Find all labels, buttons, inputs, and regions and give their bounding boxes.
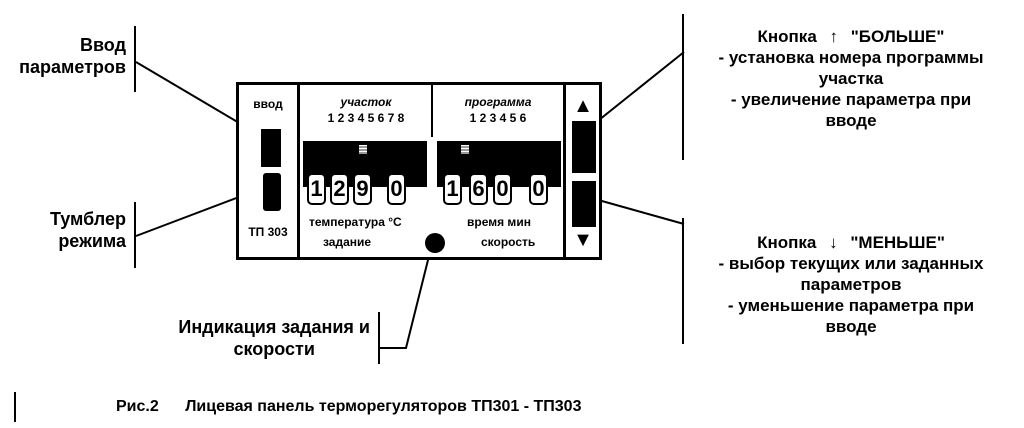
menshe-title: Кнопка (757, 233, 817, 252)
menshe-button[interactable] (572, 181, 596, 227)
header-separator (431, 85, 433, 137)
callout-tumbler-line1: Тумблер (49, 209, 126, 229)
bolshe-line3: - увеличение параметра при (730, 90, 972, 109)
bolshe-line1: - установка номера программы (718, 48, 984, 67)
up-arrow-icon: ▲ (573, 95, 593, 117)
bracket-caption (14, 392, 16, 422)
zadanie-label: задание (323, 235, 372, 249)
display-left-digit: 9 (353, 173, 372, 205)
figure-caption: Рис.2 Лицевая панель терморегуляторов ТП… (116, 398, 581, 416)
temperatura-label: температура °С (309, 215, 402, 229)
display-right-digit: 6 (469, 173, 488, 205)
bracket-tumbler (134, 202, 136, 268)
bracket-bolshe (682, 14, 684, 160)
programma-numbers: 1 2 3 4 5 6 (469, 111, 527, 125)
display-left-digit: 0 (387, 173, 406, 205)
skorost-label: скорость (481, 235, 536, 249)
callout-tumbler-rezhima: Тумблер режима (50, 208, 126, 252)
callout-knopka-menshe: Кнопка ↓ "МЕНЬШЕ" - выбор текущих или за… (686, 232, 1016, 337)
callout-vvod-parametrov: Ввод параметров (19, 34, 126, 78)
menshe-line1: - выбор текущих или заданных (718, 254, 984, 273)
menshe-title-row: Кнопка ↓ "МЕНЬШЕ" (686, 232, 1016, 253)
bolshe-name: "БОЛЬШЕ" (850, 27, 945, 46)
vremya-label: время мин (467, 215, 531, 229)
display-left-digit: 1 (307, 173, 326, 205)
bolshe-line4: вводе (825, 111, 877, 130)
callout-knopka-bolshe: Кнопка ↑ "БОЛЬШЕ" - установка номера про… (686, 26, 1016, 131)
bracket-indikaciya (378, 312, 380, 364)
bolshe-title-row: Кнопка ↑ "БОЛЬШЕ" (686, 26, 1016, 47)
callout-vvod-line2: параметров (19, 57, 126, 77)
vvod-button[interactable] (261, 129, 281, 167)
right-column-separator (563, 85, 566, 257)
left-column-separator (297, 85, 300, 257)
callout-indikaciya: Индикация задания и скорости (178, 316, 370, 360)
arrow-down-icon: ↓ (829, 233, 838, 252)
bolshe-line2: участка (818, 69, 884, 88)
callout-indikaciya-line1: Индикация задания и (178, 317, 370, 337)
bolshe-title: Кнопка (757, 27, 817, 46)
menshe-line3: - уменьшение параметра при (727, 296, 975, 315)
caption-text: Лицевая панель терморегуляторов ТП301 - … (185, 398, 582, 415)
mode-toggle-switch[interactable] (263, 173, 281, 211)
uchastok-indicator (359, 145, 367, 154)
programma-indicator (461, 145, 469, 154)
down-arrow-icon: ▼ (573, 229, 593, 251)
bracket-menshe (682, 218, 684, 344)
menshe-line4: вводе (825, 317, 877, 336)
display-right-digit: 0 (493, 173, 512, 205)
menshe-name: "МЕНЬШЕ" (850, 233, 945, 252)
arrow-up-icon: ↑ (829, 27, 839, 46)
display-left-digit: 2 (330, 173, 349, 205)
display-right-digit: 0 (529, 173, 548, 205)
bolshe-button[interactable] (572, 121, 596, 173)
model-label: ТП 303 (248, 225, 288, 239)
display-right-digit: 1 (443, 173, 462, 205)
front-panel: ввод ТП 303 участок 1 2 3 4 5 6 7 8 прог… (236, 82, 602, 260)
callout-vvod-line1: Ввод (79, 35, 126, 55)
zadanie-indicator-led (425, 233, 445, 253)
caption-number: Рис.2 (116, 398, 159, 415)
menshe-line2: параметров (800, 275, 902, 294)
bracket-vvod (134, 26, 136, 92)
uchastok-numbers: 1 2 3 4 5 6 7 8 (327, 111, 405, 125)
vvod-label: ввод (253, 97, 283, 111)
uchastok-label: участок (340, 95, 392, 109)
callout-indikaciya-line2: скорости (233, 339, 315, 359)
callout-tumbler-line2: режима (58, 231, 126, 251)
programma-label: программа (464, 95, 532, 109)
connector-indikaciya (380, 243, 433, 349)
